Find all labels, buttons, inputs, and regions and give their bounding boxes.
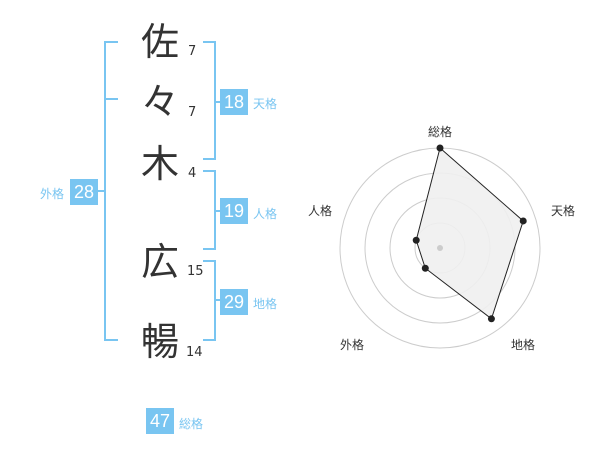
tenkaku-connector [214, 101, 220, 103]
stroke-count-1: 7 [188, 44, 197, 59]
tenkaku-bracket [203, 41, 216, 160]
stroke-count-4: 15 [187, 264, 204, 279]
stroke-count-2: 7 [188, 105, 197, 120]
gaikaku-bracket-tick [104, 98, 118, 100]
radar-axis-label-chikaku: 地格 [511, 338, 536, 352]
radar-axis-label-tenkaku: 天格 [551, 204, 576, 218]
jinkaku-label: 人格 [253, 207, 278, 221]
radar-point-2 [519, 217, 527, 225]
tenkaku-label: 天格 [253, 97, 278, 111]
radar-point-1 [436, 144, 444, 152]
chikaku-label: 地格 [253, 297, 278, 311]
radar-point-5 [412, 236, 420, 244]
radar-axis-label-jinkaku: 人格 [308, 204, 333, 218]
stroke-count-3: 4 [188, 166, 197, 181]
radar-axis-label-gaikaku: 外格 [340, 338, 365, 352]
name-char-3: 木 [140, 142, 179, 186]
soukaku-label: 総格 [179, 417, 204, 431]
gaikaku-badge: 28 [70, 179, 98, 205]
jinkaku-badge: 19 [220, 198, 248, 224]
radar-point-3 [487, 315, 495, 323]
gaikaku-label: 外格 [40, 187, 65, 201]
name-char-5: 暢 [140, 320, 179, 364]
radar-point-4 [421, 264, 429, 272]
name-char-2: 々 [140, 80, 179, 124]
chikaku-connector [214, 299, 220, 301]
name-char-1: 佐 [140, 20, 179, 64]
soukaku-badge: 47 [146, 408, 174, 434]
gaikaku-connector [98, 190, 106, 192]
chikaku-badge: 29 [220, 289, 248, 315]
radar-data-area [415, 147, 524, 320]
tenkaku-badge: 18 [220, 89, 248, 115]
name-char-4: 広 [140, 240, 179, 284]
jinkaku-connector [214, 210, 220, 212]
radar-axis-label-soukaku: 総格 [428, 125, 453, 139]
stroke-count-5: 14 [186, 345, 203, 360]
radar-center-dot [437, 245, 443, 251]
